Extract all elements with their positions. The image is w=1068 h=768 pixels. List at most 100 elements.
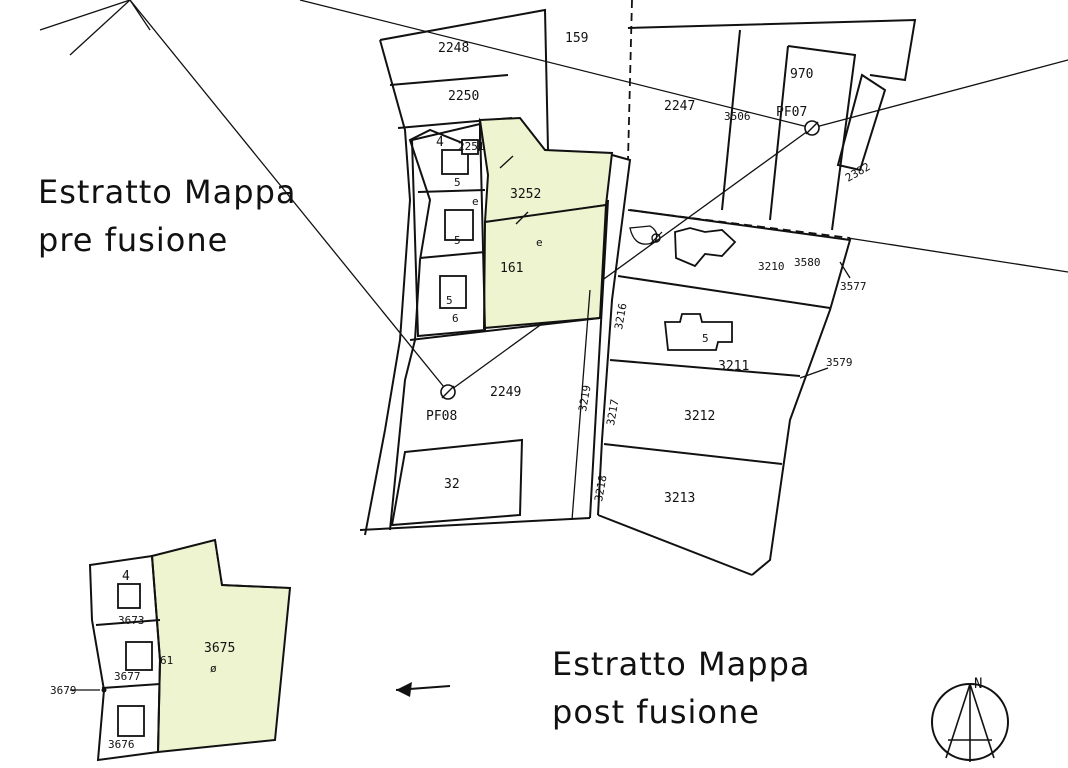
parcel-label: 161 (500, 261, 523, 276)
parcel-label: 3211 (718, 359, 749, 374)
north-arrow-icon: N (931, 676, 1009, 762)
parcel-label: 2250 (448, 89, 479, 104)
building-label: 4 (436, 135, 444, 150)
title-line: post fusione (552, 693, 760, 731)
survey-point-minor (649, 231, 663, 245)
survey-line (447, 127, 813, 393)
parcel-label: 3679 (50, 684, 77, 697)
parcel-label: 3216 (612, 302, 629, 330)
survey-point-pf07 (804, 120, 820, 136)
survey-lines (39, 0, 1068, 393)
survey-line (39, 0, 131, 31)
parcel-32 (390, 438, 524, 527)
building-label: 61 (160, 654, 173, 667)
annotation: ø (210, 662, 217, 675)
parcel-border (609, 359, 801, 377)
survey-line (811, 59, 1068, 129)
parcel-label: 3212 (684, 409, 715, 424)
parcel-label: 3252 (510, 187, 541, 202)
building-label: 5 (446, 294, 453, 307)
parcel-label: 3506 (724, 110, 751, 123)
annotation: e (472, 195, 479, 208)
parcel-label: 3210 (758, 260, 785, 273)
building-3210 (674, 227, 737, 268)
building-label: 4 (122, 569, 130, 584)
parcel-border (597, 514, 753, 576)
parcel-label: 3675 (204, 641, 235, 656)
survey-line (129, 0, 151, 31)
parcel-label: 2249 (490, 385, 521, 400)
road-strip (589, 199, 609, 519)
tick-mark (499, 155, 514, 169)
parcel-label: 3213 (664, 491, 695, 506)
survey-point-pf08 (440, 384, 456, 400)
survey-point-label: PF08 (426, 409, 457, 424)
parcel-label: 970 (790, 67, 813, 82)
parcel-border (629, 209, 852, 576)
title-line: Estratto Mappa (552, 645, 811, 683)
building-label: 6 (452, 312, 459, 325)
building-label: 5 (454, 234, 461, 247)
parcel-label: 3580 (794, 256, 821, 269)
pointer-arrow (839, 261, 851, 279)
point-marker (101, 687, 107, 693)
survey-line (69, 0, 131, 56)
dashed-border (221, 584, 291, 589)
title-post-fusione: Estratto Mappa post fusione (552, 640, 811, 736)
parcel-label: 3676 (108, 738, 135, 751)
building-3211 (663, 313, 733, 351)
building (117, 705, 145, 737)
building (117, 583, 141, 609)
building-label: 5 (454, 176, 461, 189)
parcel-label: 3677 (114, 670, 141, 683)
parcel-970 (787, 45, 857, 231)
survey-line (299, 0, 813, 129)
parcel-label: 32 (444, 477, 460, 492)
building (461, 139, 479, 155)
block-outline (364, 39, 412, 536)
parcel-label: 2382 (843, 160, 872, 185)
parcel-label: 3673 (118, 614, 145, 627)
parcel-border (769, 45, 789, 221)
parcel-label: 2248 (438, 41, 469, 56)
map-post-fusione: 3675 ø 3673 3677 3679 3676 4 61 (50, 538, 292, 762)
parcel-border (603, 443, 783, 465)
north-label: N (974, 676, 982, 692)
parcel-label: 3579 (826, 356, 853, 369)
parcel-2382 (836, 73, 887, 172)
annotation: e (536, 236, 543, 249)
building (125, 641, 153, 671)
parcel-border (617, 275, 831, 309)
title-line: Estratto Mappa (38, 173, 297, 211)
parcel-border (389, 74, 509, 86)
road-edge (847, 237, 1068, 273)
road-edge (359, 517, 591, 531)
parcel-border (101, 683, 161, 689)
parcel-block-left (88, 554, 162, 762)
parcel-label: 3217 (604, 398, 621, 426)
title-line: pre fusione (38, 221, 229, 259)
parcel-border (409, 317, 601, 341)
left-arrow-icon (395, 682, 451, 697)
building-label: 5 (702, 332, 709, 345)
building (444, 209, 474, 241)
survey-point-label: PF07 (776, 105, 807, 120)
road-strip-line (571, 289, 591, 521)
parcel-border (627, 18, 917, 82)
parcel-2251-strip (410, 122, 487, 338)
parcel-label: 3219 (576, 384, 593, 412)
parcel-label: 2247 (664, 99, 695, 114)
tick-mark (515, 211, 529, 225)
parcel-label: 159 (565, 31, 588, 46)
dashed-border (214, 539, 223, 586)
road-strip (597, 154, 632, 516)
parcel-border (721, 29, 741, 211)
parcel-border (419, 251, 486, 259)
survey-line (129, 0, 449, 393)
dashed-border (627, 0, 633, 161)
pointer-arrow (799, 367, 829, 379)
parcel-label: 3218 (592, 474, 609, 502)
parcel-label: 2251 (458, 140, 485, 153)
building (439, 275, 467, 309)
